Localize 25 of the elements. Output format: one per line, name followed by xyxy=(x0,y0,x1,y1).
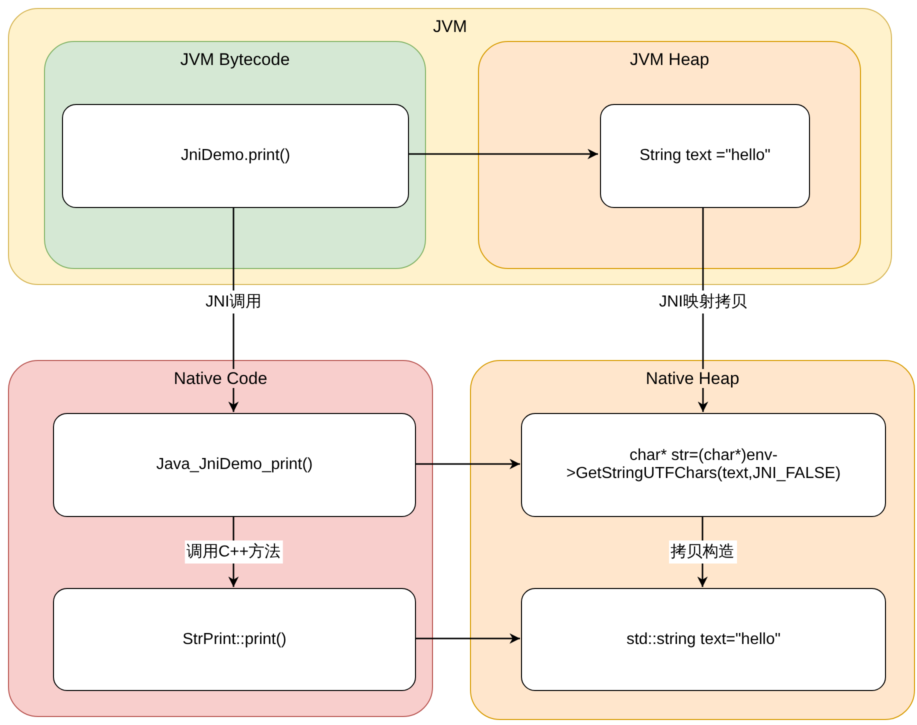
group-panel xyxy=(8,8,892,285)
box-text: char* str=(char*)env->GetStringUTFChars(text,JNI_FALSE) xyxy=(565,447,842,483)
edge-label: 拷贝构造 xyxy=(668,540,736,563)
arrow xyxy=(407,148,598,160)
box-text: StrPrint::print() xyxy=(182,630,286,648)
process-box xyxy=(521,413,886,517)
process-box xyxy=(600,104,810,208)
group-title: JVM Heap xyxy=(628,50,712,69)
group-panel xyxy=(478,41,861,269)
group-panel xyxy=(470,360,915,720)
box-text: JniDemo.print() xyxy=(180,147,290,165)
group-panel xyxy=(8,360,433,717)
process-box xyxy=(53,413,416,517)
process-box xyxy=(521,588,886,691)
group-panel xyxy=(44,41,426,269)
process-box xyxy=(53,588,416,691)
process-box xyxy=(62,104,409,208)
arrow xyxy=(415,633,520,644)
box-text: Java_JniDemo_print() xyxy=(156,456,313,474)
edge-label: JNI映射拷贝 xyxy=(657,290,749,314)
box-text: String text ="hello" xyxy=(640,147,770,165)
arrow xyxy=(415,458,520,470)
box-text: std::string text="hello" xyxy=(626,630,781,648)
edge-label: 调用C++方法 xyxy=(184,540,283,563)
group-title: JVM Bytecode xyxy=(178,50,292,69)
